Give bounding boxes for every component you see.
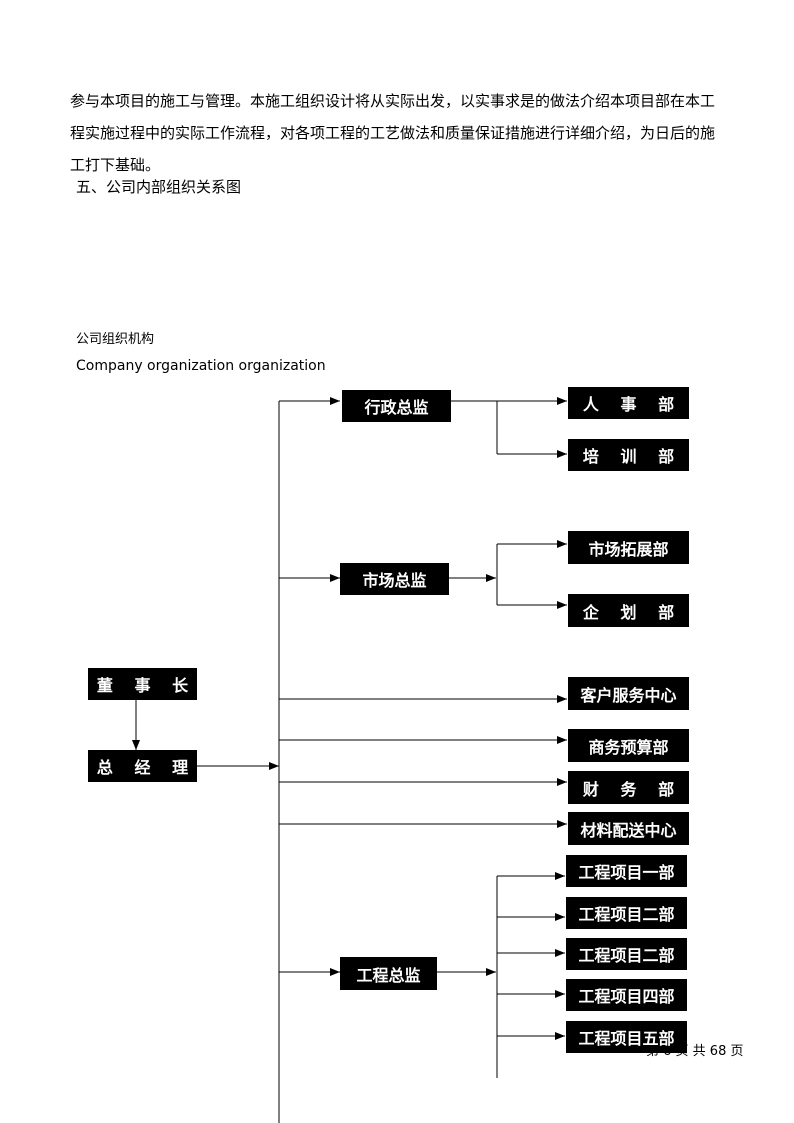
org-chart-title: 公司组织机构 — [76, 332, 155, 347]
project-dept-5-box: 工程项目五部 — [566, 1021, 687, 1053]
project-dept-3-box: 工程项目二部 — [566, 938, 687, 970]
market-expansion-dept-box: 市场拓展部 — [568, 531, 689, 564]
intro-line-2: 程实施过程中的实际工作流程，对各项工程的工艺做法和质量保证措施进行详细介绍，为日… — [70, 124, 716, 142]
market-director-box: 市场总监 — [340, 563, 449, 595]
chairman-box: 董 事 长 — [88, 668, 197, 700]
general-manager-box: 总 经 理 — [88, 750, 197, 782]
project-dept-1-box: 工程项目一部 — [566, 855, 687, 887]
project-dept-4-box: 工程项目四部 — [566, 979, 687, 1011]
training-dept-box: 培 训 部 — [568, 439, 689, 471]
planning-dept-box: 企 划 部 — [568, 594, 689, 627]
intro-line-1: 参与本项目的施工与管理。本施工组织设计将从实际出发，以实事求是的做法介绍本项目部… — [70, 92, 716, 110]
intro-paragraph: 参与本项目的施工与管理。本施工组织设计将从实际出发，以实事求是的做法介绍本项目部… — [70, 85, 770, 181]
project-dept-2-box: 工程项目二部 — [566, 897, 687, 929]
business-budget-dept-box: 商务预算部 — [568, 729, 689, 762]
engineering-director-box: 工程总监 — [340, 957, 437, 990]
section-heading: 五、公司内部组织关系图 — [76, 178, 242, 196]
finance-dept-box: 财 务 部 — [568, 771, 689, 804]
org-chart-subtitle: Company organization organization — [76, 358, 326, 374]
material-distribution-center-box: 材料配送中心 — [568, 812, 689, 845]
customer-service-center-box: 客户服务中心 — [568, 677, 689, 710]
intro-line-3: 工打下基础。 — [70, 156, 161, 174]
admin-director-box: 行政总监 — [342, 390, 451, 422]
hr-dept-box: 人 事 部 — [568, 387, 689, 419]
